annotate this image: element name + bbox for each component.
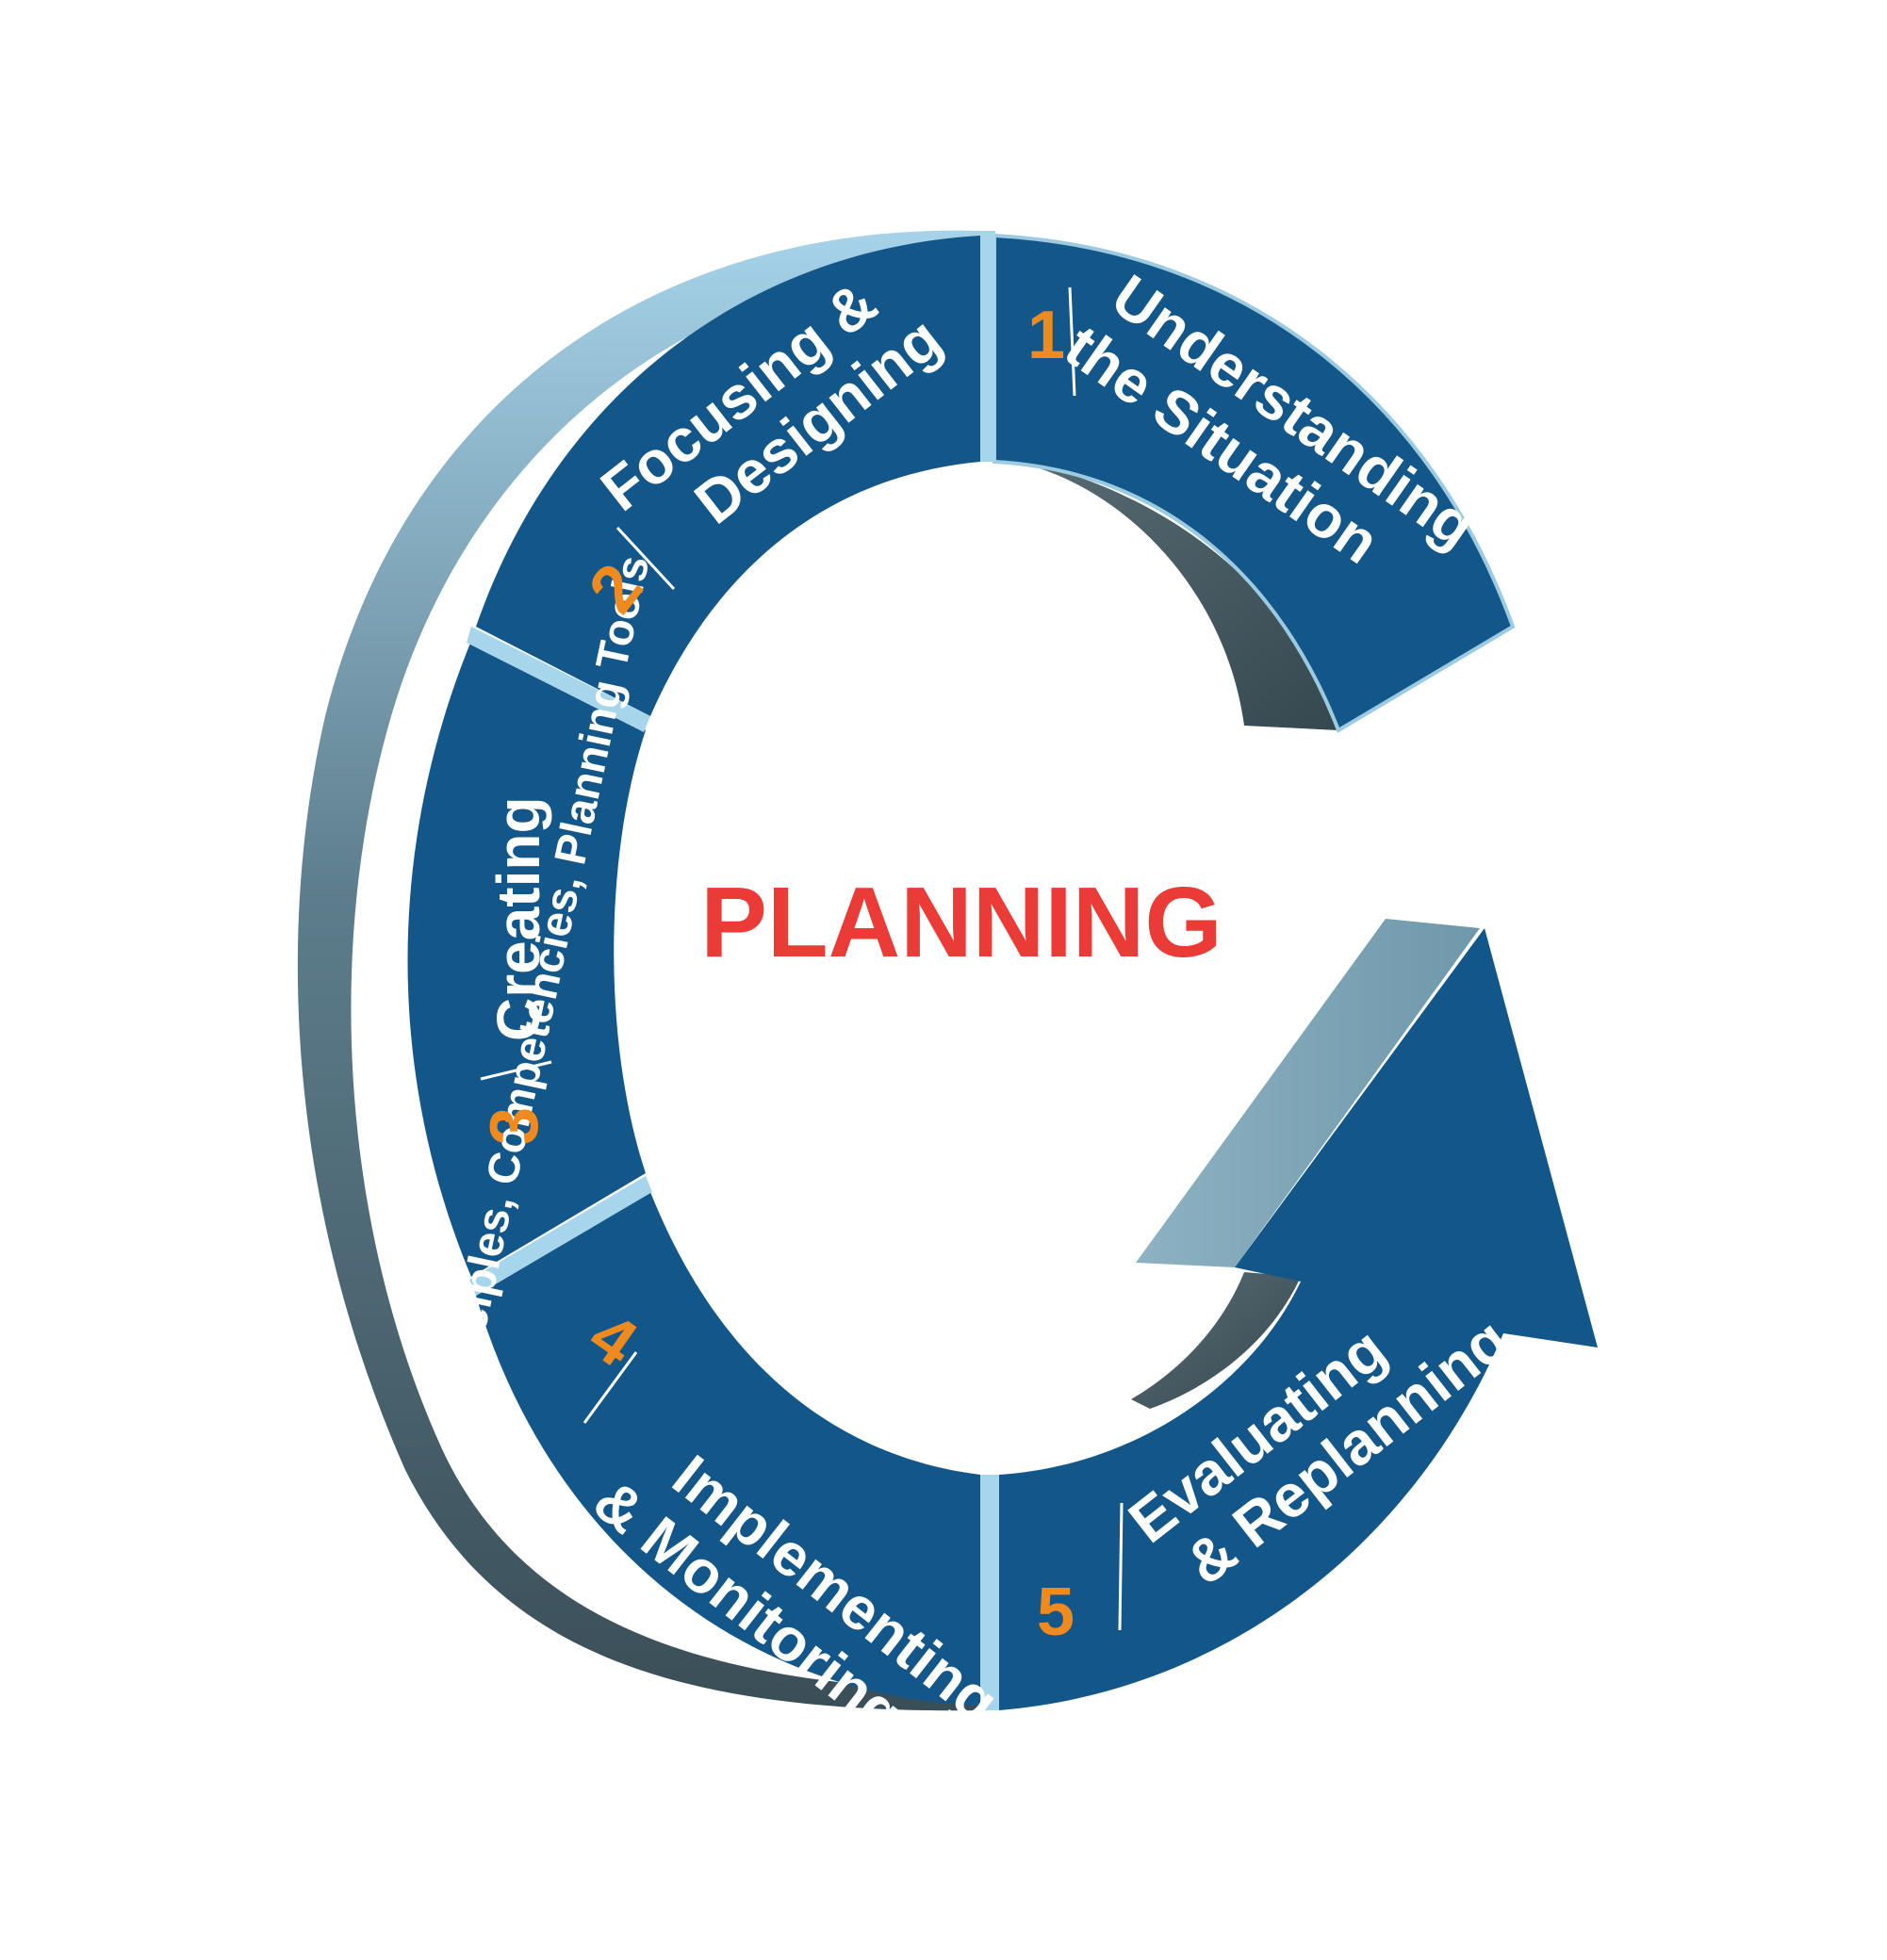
segment-5-arrow bbox=[999, 928, 1598, 1710]
step-1-number: 1 bbox=[1027, 298, 1065, 373]
step-3-line1: Creating bbox=[484, 796, 552, 1041]
segment-3 bbox=[407, 641, 646, 1277]
ring-inner-edge-bottom bbox=[1131, 1272, 1301, 1409]
step-3-slash bbox=[480, 1060, 552, 1081]
step-2-slash bbox=[615, 526, 676, 591]
step-5-slash bbox=[1118, 1502, 1124, 1631]
divider-4-5 bbox=[980, 1475, 999, 1710]
divider-3-4 bbox=[469, 1176, 652, 1296]
step-3: 3 Creating bbox=[477, 796, 552, 1145]
step-1-slash bbox=[1068, 286, 1076, 397]
divider-2-3 bbox=[467, 627, 650, 732]
segment-2 bbox=[476, 236, 980, 716]
step-4-slash bbox=[583, 1351, 638, 1424]
arrow-top-face bbox=[1136, 919, 1480, 1267]
step-3-number: 3 bbox=[477, 1107, 552, 1145]
ring-inner-edge-top bbox=[990, 457, 1338, 730]
divider-1-2 bbox=[980, 231, 995, 462]
segment-1 bbox=[993, 233, 1516, 733]
segment-4 bbox=[476, 1192, 980, 1706]
step-5-number: 5 bbox=[1037, 1575, 1075, 1650]
center-title: PLANNING bbox=[700, 867, 1222, 978]
